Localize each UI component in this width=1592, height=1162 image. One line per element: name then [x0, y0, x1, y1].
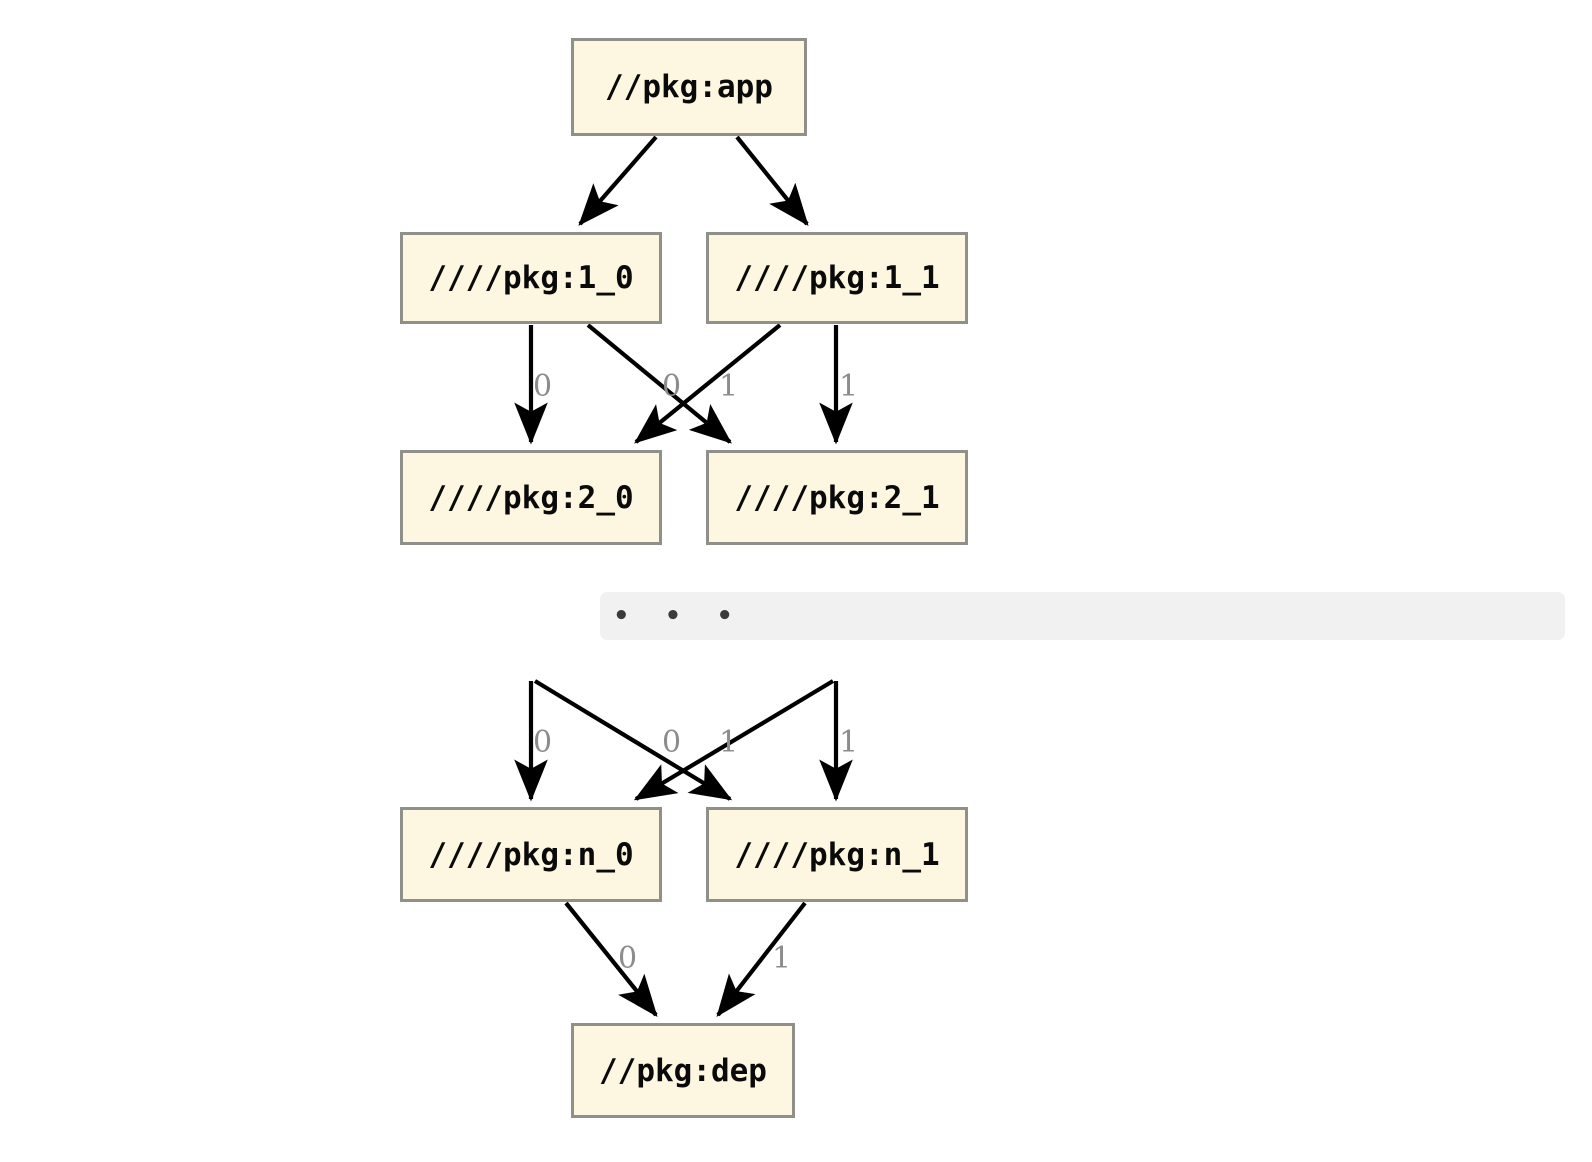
node-pkg-n-0[interactable]: ////pkg:n_0: [400, 807, 662, 902]
node-label: //pkg:app: [605, 69, 773, 105]
edge-1_1-to-2_0: [634, 323, 782, 444]
node-pkg-dep[interactable]: //pkg:dep: [571, 1023, 795, 1118]
node-pkg-2-1[interactable]: ////pkg:2_1: [706, 450, 968, 545]
node-label: ////pkg:1_1: [734, 260, 940, 296]
edge-label-1_0-2_1: 0: [662, 369, 682, 404]
node-pkg-2-0[interactable]: ////pkg:2_0: [400, 450, 662, 545]
edge-label-n_1-dep: 1: [772, 941, 792, 976]
edge-n_1-to-dep: [716, 901, 807, 1017]
edge-label-dangling-cross-n_1: 0: [662, 725, 682, 760]
edge-label-1_0-2_0: 0: [533, 369, 553, 404]
edge-label-dangling-n_0: 0: [533, 725, 553, 760]
edge-label-1_1-2_0: 1: [719, 369, 739, 404]
edge-label-dangling-n_1: 1: [839, 725, 859, 760]
edge-app-to-1_1: [735, 135, 809, 226]
node-pkg-1-0[interactable]: ////pkg:1_0: [400, 232, 662, 324]
node-pkg-app[interactable]: //pkg:app: [571, 38, 807, 136]
truncation-separator-band: • • •: [600, 592, 1565, 640]
node-label: ////pkg:2_0: [428, 479, 634, 516]
edge-label-dangling-cross-n_0: 1: [719, 725, 739, 760]
edge-dangling-cross-to-n_1: [533, 679, 733, 801]
edge-1_0-to-2_1: [586, 323, 732, 444]
edge-label-n_0-dep: 0: [618, 941, 638, 976]
edge-dangling-cross-to-n_0: [633, 679, 835, 801]
edge-label-1_1-2_1: 1: [839, 369, 859, 404]
edge-n_0-to-dep: [564, 901, 658, 1017]
node-pkg-n-1[interactable]: ////pkg:n_1: [706, 807, 968, 902]
node-label: ////pkg:n_0: [428, 836, 634, 873]
node-label: //pkg:dep: [599, 1052, 767, 1089]
node-label: ////pkg:1_0: [428, 260, 634, 296]
ellipsis-dots: • • •: [613, 601, 746, 631]
edge-app-to-1_0: [578, 135, 658, 226]
node-label: ////pkg:n_1: [734, 836, 940, 873]
node-label: ////pkg:2_1: [734, 479, 940, 516]
node-pkg-1-1[interactable]: ////pkg:1_1: [706, 232, 968, 324]
